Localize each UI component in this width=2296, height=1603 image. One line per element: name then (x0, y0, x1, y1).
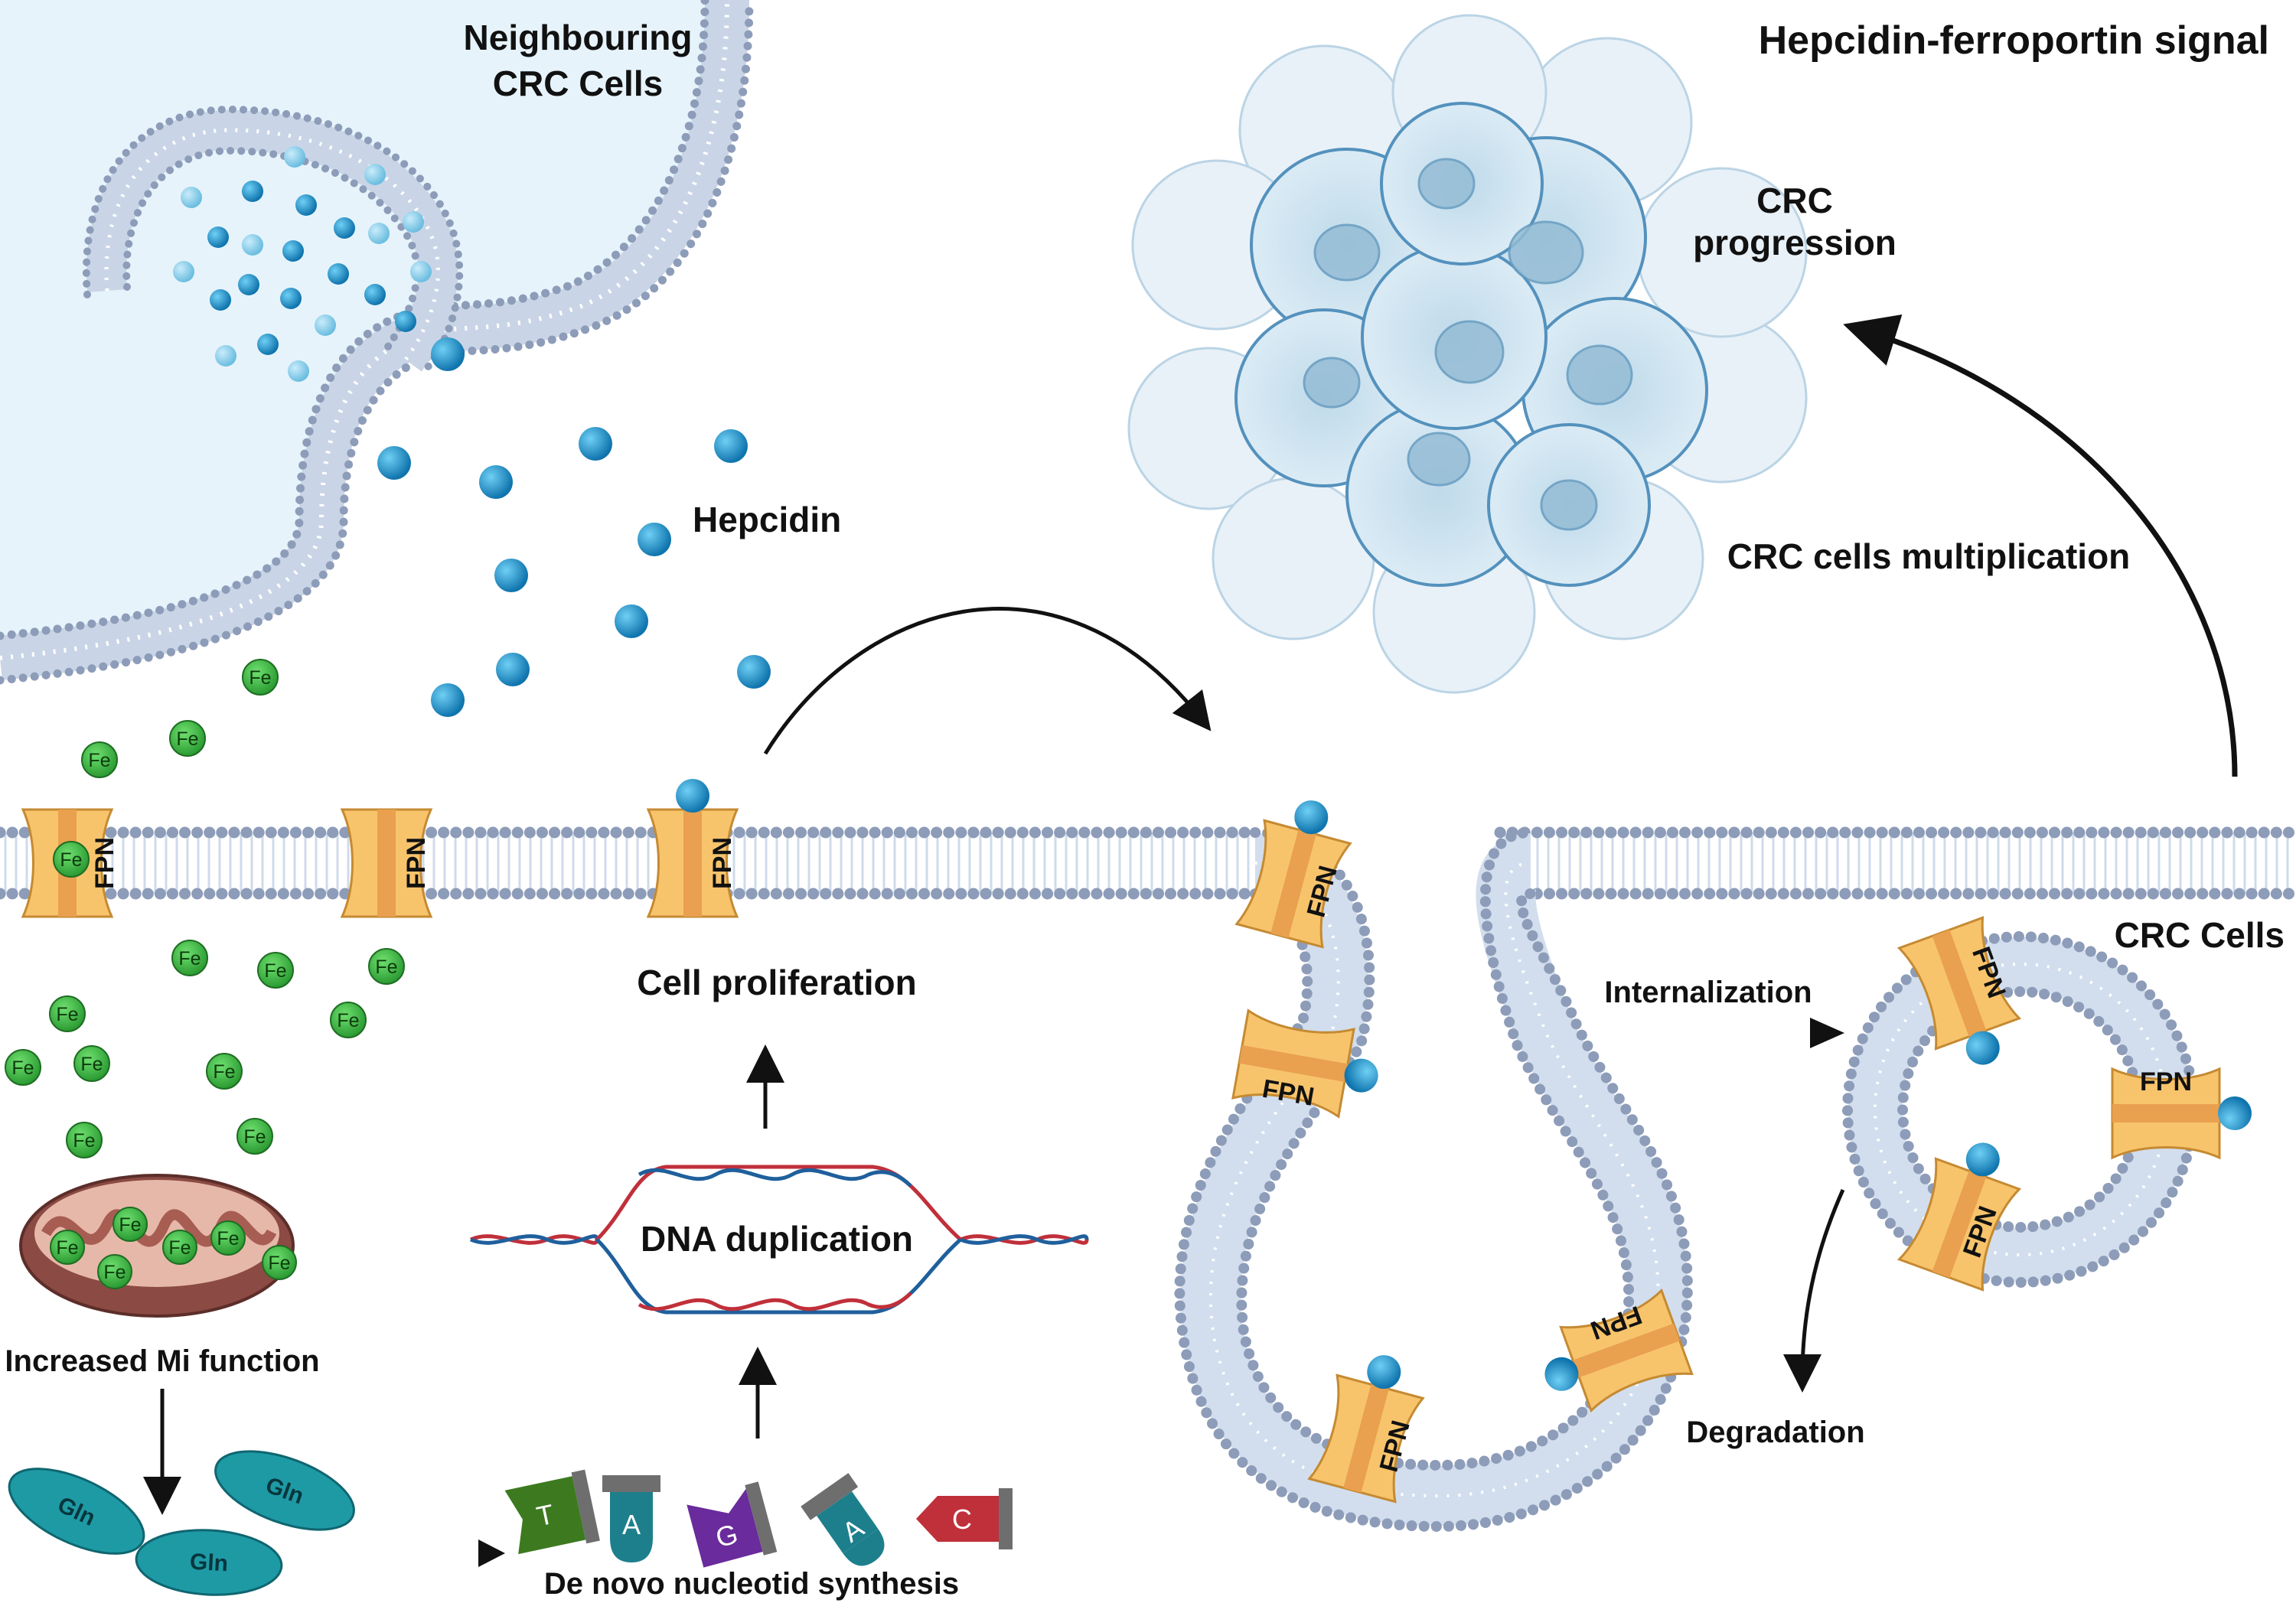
mitochondrion: Fe Fe Fe Fe Fe Fe (19, 1174, 297, 1318)
glutamine-molecules: Gln Gln Gln (8, 1450, 355, 1596)
fe-label: Fe (264, 960, 286, 982)
increased-mi-label: Increased Mi function (5, 1344, 319, 1378)
fe-label: Fe (119, 1214, 141, 1236)
fpn-label-2: FPN (402, 837, 431, 889)
cell-proliferation-label: Cell proliferation (637, 963, 916, 1002)
crc-cells-label: CRC Cells (2115, 915, 2285, 955)
internalization-label: Internalization (1604, 976, 1812, 1009)
vesicle-hepcidin-cluster (173, 146, 432, 382)
fe-label: Fe (56, 1237, 78, 1259)
fpn-transporter-7: FPN (1544, 1288, 1694, 1413)
de-novo-label: De novo nucleotid synthesis (544, 1567, 959, 1601)
nucleotide-4: A (801, 1473, 885, 1566)
fpn-label-3: FPN (708, 837, 737, 889)
fpn-transporter-8: FPN (1896, 916, 2022, 1065)
fe-label: Fe (88, 750, 110, 771)
fe-label: Fe (249, 667, 271, 689)
neighbouring-label-line1: Neighbouring (464, 18, 693, 57)
gln-label: Gln (189, 1549, 229, 1577)
crc-membrane-right (1494, 826, 2296, 900)
dna-duplication-label: DNA duplication (641, 1219, 913, 1259)
fe-label: Fe (176, 728, 198, 750)
fe-label: Fe (73, 1130, 95, 1152)
nucleotide-letter: C (952, 1504, 972, 1535)
crc-multiplication-label: CRC cells multiplication (1727, 536, 2131, 576)
fe-label: Fe (375, 956, 397, 978)
crc-membrane-left (0, 826, 1261, 900)
fpn-transporter-2: FPN (340, 808, 433, 918)
fpn-label-9: FPN (2140, 1067, 2192, 1096)
arrow-to-degradation (1783, 1188, 1845, 1393)
crc-progression-line1: CRC (1756, 181, 1833, 220)
free-hepcidin (377, 337, 771, 717)
fpn-transporter-3: FPN (646, 779, 739, 918)
fe-label: Fe (103, 1262, 126, 1283)
fe-label: Fe (11, 1057, 34, 1079)
membrane-invagination (1174, 827, 1693, 1533)
nucleotide-5: C (916, 1488, 1013, 1549)
fe-label: Fe (168, 1237, 191, 1259)
fpn-transporter-1: FPN (21, 808, 119, 918)
fe-label: Fe (243, 1126, 266, 1148)
hepcidin-label: Hepcidin (693, 500, 841, 539)
fe-label: Fe (80, 1054, 103, 1075)
diagram-title: Hepcidin-ferroportin signal (1759, 18, 2269, 63)
dna-replication (470, 1165, 1089, 1315)
secretory-vesicle (82, 105, 464, 376)
fe-label: Fe (178, 948, 201, 969)
iron-atoms: Fe Fe Fe Fe Fe Fe Fe Fe Fe Fe Fe Fe Fe F… (5, 659, 405, 1158)
neighbouring-label-line2: CRC Cells (493, 64, 663, 103)
degradation-label: Degradation (1686, 1416, 1864, 1449)
fpn-transporter-9: FPN (2111, 1067, 2252, 1160)
nucleotide-3: G (687, 1481, 778, 1568)
fpn-transporter-6: FPN (1307, 1355, 1425, 1504)
fe-label: Fe (56, 1004, 78, 1025)
fe-label: Fe (213, 1061, 235, 1083)
arrow-to-internalization (763, 607, 1212, 755)
nucleotide-1: T (504, 1469, 600, 1555)
crc-progression-line2: progression (1693, 223, 1896, 262)
fe-label: Fe (268, 1253, 290, 1274)
fe-label: Fe (217, 1228, 239, 1249)
nucleotide-2: A (602, 1475, 660, 1562)
fe-label: Fe (60, 849, 82, 871)
fpn-label-1: FPN (90, 837, 119, 889)
crc-tumour-cluster (1127, 14, 1808, 694)
nucleotides: T A G A C (504, 1469, 1013, 1568)
fe-label: Fe (337, 1010, 359, 1031)
arrow-to-progression (1843, 314, 2238, 777)
nucleotide-letter: A (622, 1509, 641, 1540)
